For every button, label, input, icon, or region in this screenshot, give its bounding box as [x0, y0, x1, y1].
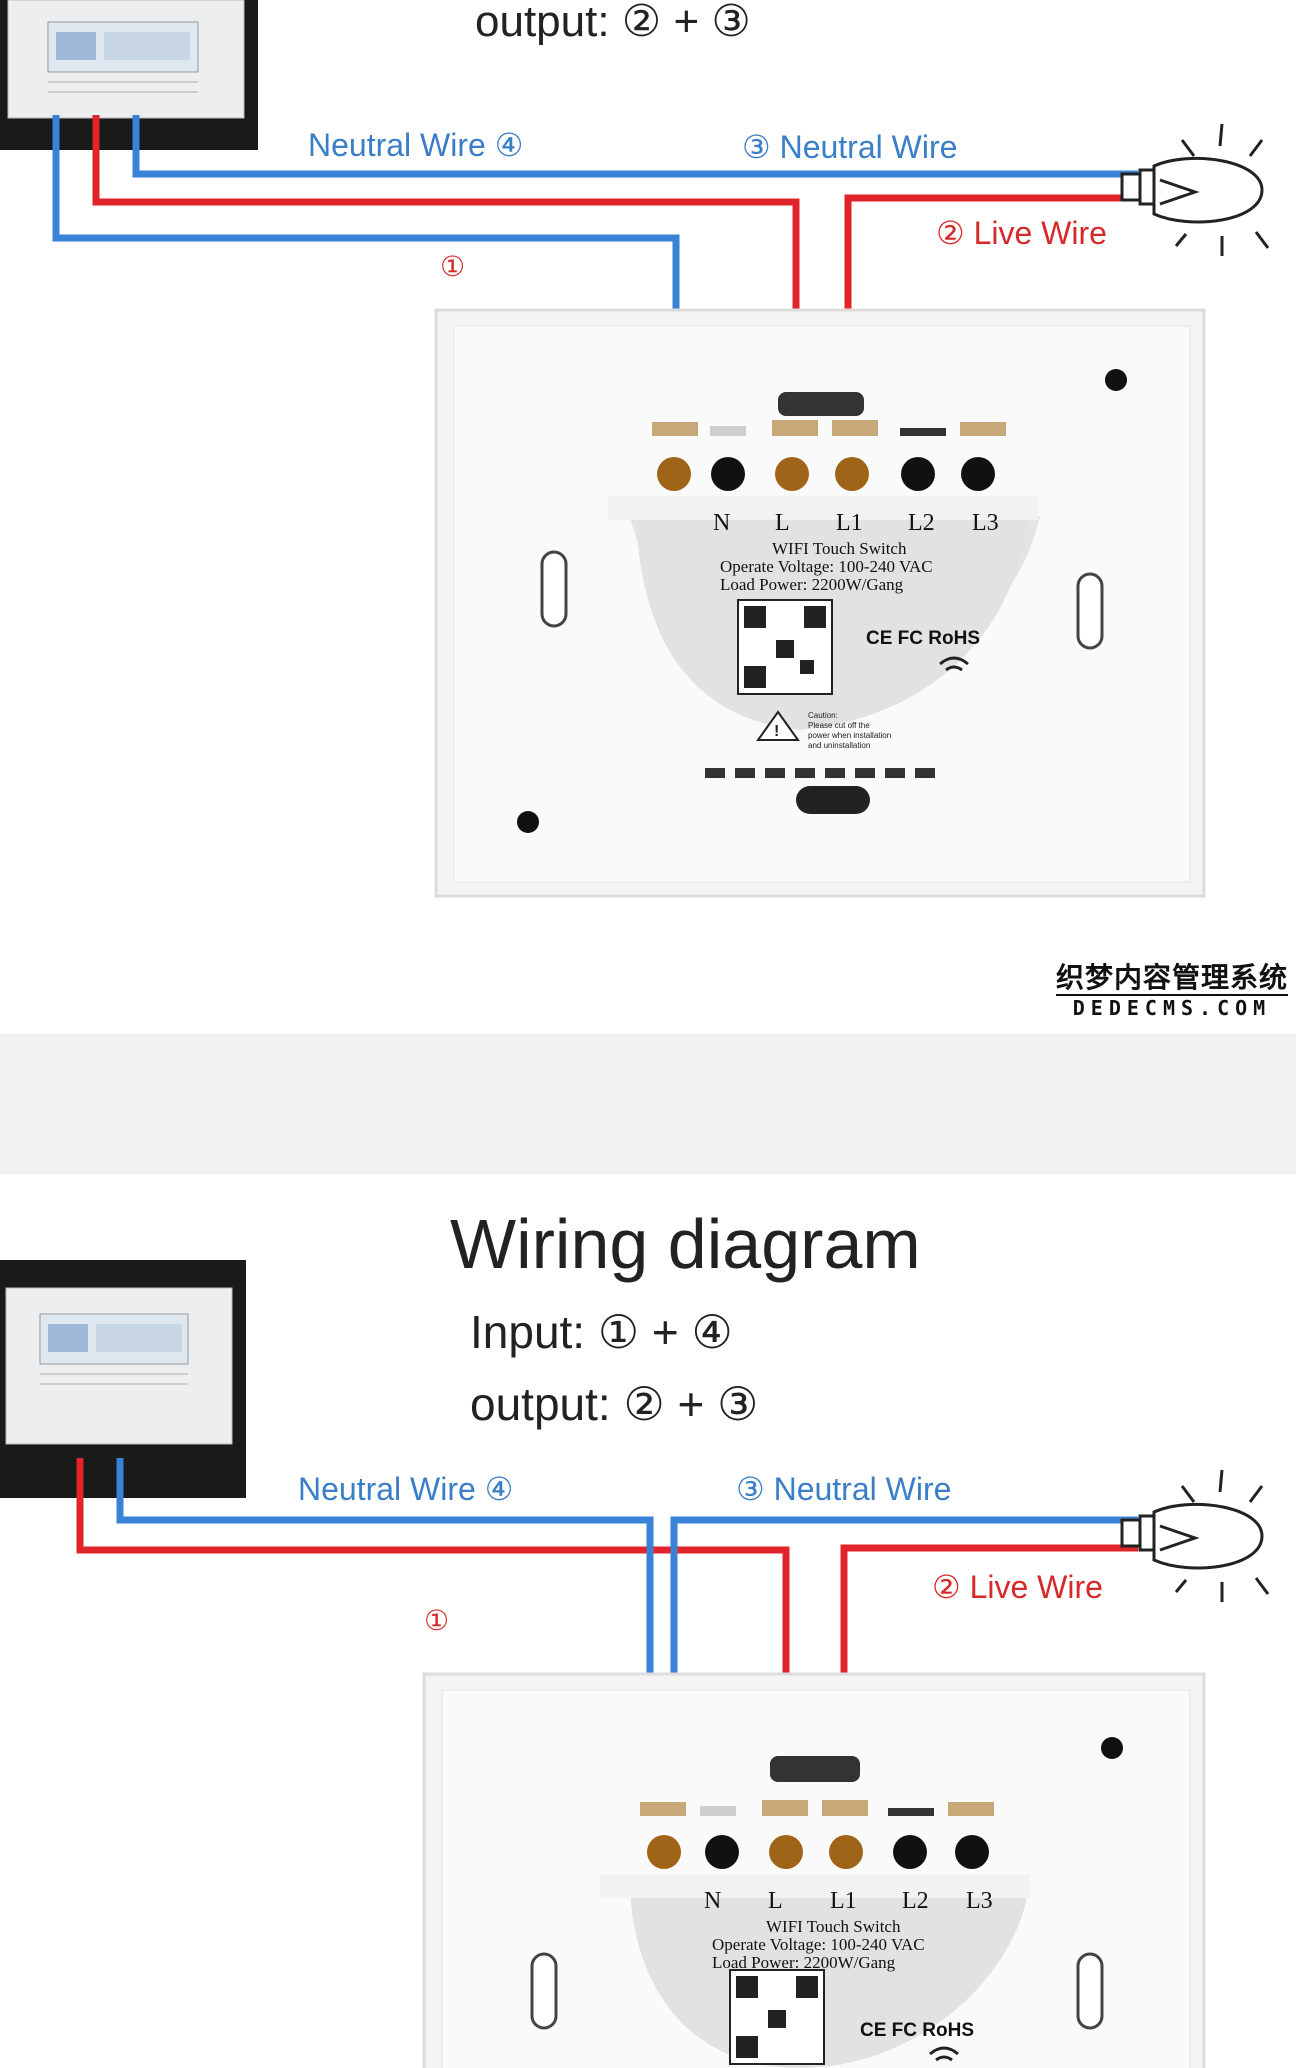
svg-text:N: N [713, 510, 730, 536]
top-label-power: Load Power: 2200W/Gang [720, 575, 904, 594]
bottom-light-bulb-icon [1120, 1469, 1270, 1602]
bottom-label-voltage: Operate Voltage: 100-240 VAC [712, 1935, 925, 1954]
svg-text:L3: L3 [966, 1888, 993, 1914]
svg-text:!: ! [774, 723, 779, 740]
bottom-live-label: ② Live Wire [932, 1569, 1103, 1605]
svg-text:L2: L2 [902, 1888, 929, 1914]
top-cert-text: CE FC RoHS [866, 628, 980, 649]
bottom-output-text: output: ② + ③ [470, 1378, 758, 1430]
svg-text:L1: L1 [836, 510, 863, 536]
top-wiring-panel: output: ② + ③ Neutral Wire ④ ③ Neutral W… [0, 0, 1288, 1020]
svg-text:L3: L3 [972, 510, 999, 536]
top-breaker-box [0, 0, 258, 150]
top-output-text: output: ② + ③ [475, 0, 751, 46]
top-live-wire-input [92, 115, 800, 398]
bottom-cert-text: CE FC RoHS [860, 2020, 974, 2041]
bottom-title: Wiring diagram [450, 1205, 921, 1283]
bottom-neutral-right-label: ③ Neutral Wire [736, 1471, 951, 1507]
bottom-wiring-diagram: Wiring diagram Input: ① + ④ output: ② + … [0, 1205, 1270, 2068]
watermark-line-1: 织梦内容管理系统 [1055, 961, 1288, 994]
top-caution-line-4: and uninstallation [808, 741, 870, 750]
bottom-label-title: WIFI Touch Switch [766, 1917, 901, 1936]
top-wifi-icon [939, 656, 969, 672]
top-neutral-left-label: Neutral Wire ④ [308, 127, 523, 163]
top-wires [52, 115, 1138, 422]
bottom-neutral-left-label: Neutral Wire ④ [298, 1471, 513, 1507]
top-wiring-diagram: output: ② + ③ Neutral Wire ④ ③ Neutral W… [0, 0, 1270, 898]
svg-text:L: L [768, 1888, 783, 1914]
bottom-switch-module [422, 1672, 1206, 2068]
top-marker-1: ① [440, 251, 465, 282]
top-caution-line-1: Caution: [808, 711, 838, 720]
bottom-breaker-box [0, 1260, 246, 1498]
bottom-label-power: Load Power: 2200W/Gang [712, 1953, 896, 1972]
bottom-wiring-panel: Wiring diagram Input: ① + ④ output: ② + … [0, 1174, 1296, 2068]
svg-text:L2: L2 [908, 510, 935, 536]
top-neutral-wire-4 [132, 115, 1138, 178]
panel-separator [0, 1034, 1296, 1174]
top-terminal-labels: N L L1 L2 L3 [713, 510, 999, 536]
bottom-neutral-wire-4 [116, 1458, 654, 1802]
top-switch-module: ! [434, 308, 1206, 898]
svg-text:L: L [775, 510, 790, 536]
watermark: 织梦内容管理系统 DEDECMS.COM [1055, 961, 1288, 1020]
bottom-input-text: Input: ① + ④ [470, 1306, 733, 1358]
top-caution-line-2: Please cut off the [808, 721, 870, 730]
top-neutral-right-label: ③ Neutral Wire [742, 129, 957, 165]
bottom-marker-1: ① [424, 1605, 449, 1636]
top-caution-line-3: power when installation [808, 731, 891, 740]
top-live-label: ② Live Wire [936, 215, 1107, 251]
bottom-wifi-icon [929, 2046, 959, 2062]
bottom-terminal-labels: N L L1 L2 L3 [704, 1888, 993, 1914]
watermark-line-2: DEDECMS.COM [1055, 994, 1288, 1020]
top-light-bulb-icon [1120, 123, 1270, 256]
svg-text:L1: L1 [830, 1888, 857, 1914]
top-label-voltage: Operate Voltage: 100-240 VAC [720, 557, 933, 576]
svg-text:N: N [704, 1888, 721, 1914]
top-label-title: WIFI Touch Switch [772, 539, 907, 558]
top-caution-icon [756, 710, 800, 741]
